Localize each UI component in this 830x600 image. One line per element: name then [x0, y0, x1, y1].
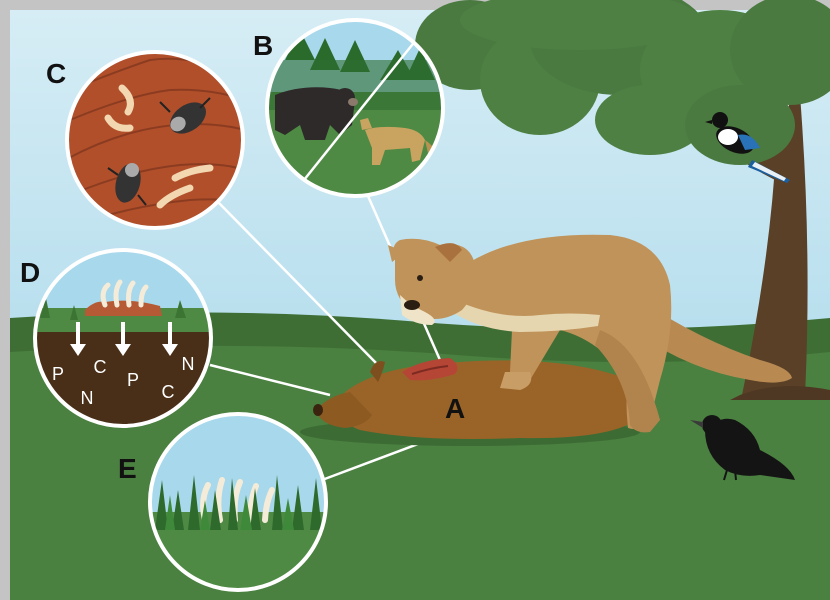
label-a: A — [445, 393, 465, 424]
nutrient-label: P — [52, 364, 64, 384]
callout-e-bones — [148, 412, 328, 592]
nutrient-label: N — [81, 388, 94, 408]
label-c: C — [46, 58, 66, 89]
nutrient-label: C — [94, 357, 107, 377]
nutrient-label: N — [182, 354, 195, 374]
label-e: E — [118, 453, 137, 484]
callout-c-insects — [65, 52, 245, 228]
label-d: D — [20, 257, 40, 288]
label-b: B — [253, 30, 273, 61]
nutrient-label: C — [162, 382, 175, 402]
nutrient-label: P — [127, 370, 139, 390]
